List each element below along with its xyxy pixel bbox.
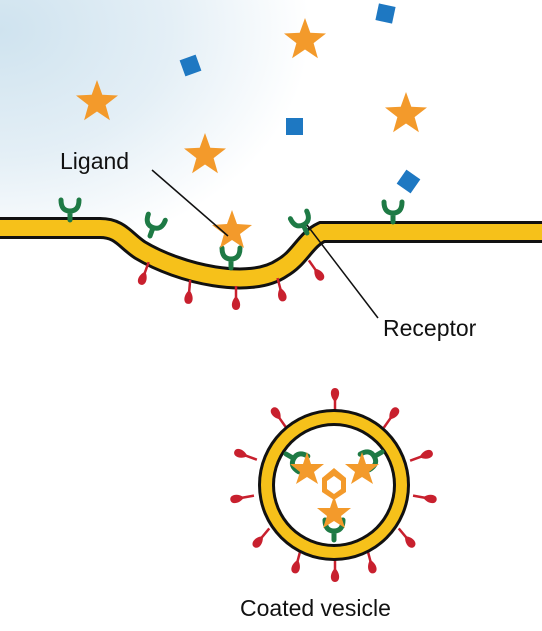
coated-vesicle-label: Coated vesicle	[240, 595, 391, 621]
receptor-label: Receptor	[383, 315, 477, 341]
ligand-label: Ligand	[60, 148, 130, 174]
extracellular-fluid	[0, 0, 542, 230]
ligand-star-icon	[290, 452, 324, 484]
receptor-icon	[222, 248, 240, 268]
coat-protein-icon	[228, 490, 256, 506]
receptor-pointer-line	[306, 224, 379, 319]
blue-square-icon	[286, 118, 303, 135]
ligand-star-icon	[345, 452, 379, 484]
free-ligands	[76, 18, 427, 174]
ligand-star-icon	[184, 133, 226, 174]
blue-square-icon	[375, 3, 396, 24]
coat-protein-icon	[304, 256, 328, 284]
coat-protein-icon	[394, 524, 419, 551]
ligand-star-icon	[317, 496, 351, 528]
bound-ligand-star-icon	[212, 210, 252, 248]
ligand-star-icon	[76, 80, 118, 121]
coat-protein-icon	[182, 278, 196, 306]
coat-protein-icon	[231, 446, 260, 465]
coat-protein-icon	[411, 490, 439, 506]
blue-square-icon	[179, 54, 202, 77]
vesicle-ligands	[290, 452, 379, 528]
coat-protein-icon	[329, 556, 341, 584]
coat-protein-icon	[230, 284, 242, 312]
ligand-pointer-line	[151, 169, 229, 237]
coat-protein-icon	[407, 447, 436, 466]
coated-vesicle	[228, 386, 439, 584]
blue-square-icon	[396, 169, 421, 194]
plasma-membrane	[0, 217, 542, 290]
coat-protein-icon	[329, 386, 341, 414]
coat-protein-icon	[249, 524, 274, 551]
ligand-star-icon	[284, 18, 326, 59]
ligand-star-icon	[385, 92, 427, 133]
coat-protein-icon	[379, 404, 403, 432]
other-molecules	[179, 3, 421, 194]
